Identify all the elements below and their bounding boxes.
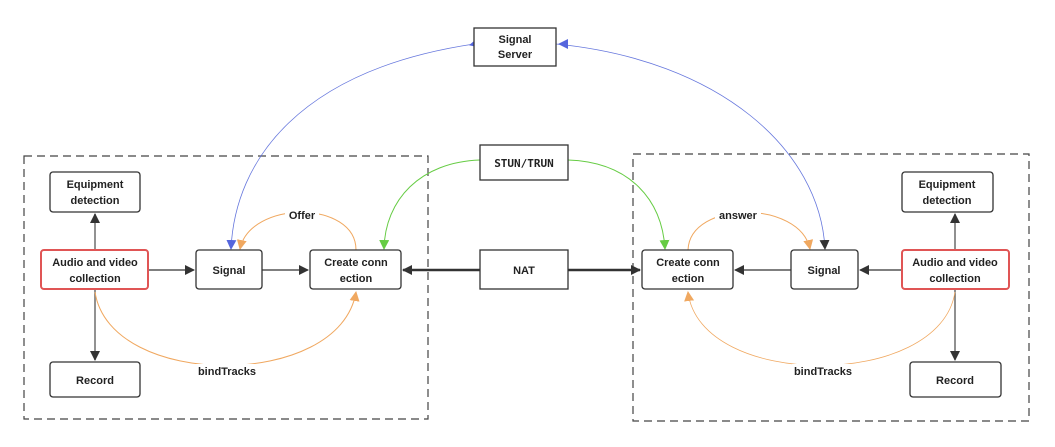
left-audio-node: Audio and video collection (40, 249, 149, 290)
svg-text:Equipment: Equipment (919, 179, 976, 191)
svg-text:Record: Record (936, 375, 974, 387)
left-create-connection-node: Create conn ection (309, 249, 402, 290)
svg-text:STUN/TRUN: STUN/TRUN (494, 157, 554, 170)
right-record-node: Record (909, 361, 1002, 398)
svg-text:ection: ection (340, 273, 373, 285)
left-equipment-node: Equipment detection (49, 171, 141, 213)
right-create-connection-node: Create conn ection (641, 249, 734, 290)
left-record-node: Record (49, 361, 141, 398)
svg-text:collection: collection (69, 273, 121, 285)
right-signal-node: Signal (790, 249, 859, 290)
right-audio-node: Audio and video collection (901, 249, 1010, 290)
svg-text:detection: detection (71, 195, 120, 207)
edge-bindtracks-left (94, 291, 360, 366)
edge-stun-left (379, 159, 481, 250)
stun-node: STUN/TRUN (479, 144, 569, 181)
edge-server-left-signal (226, 43, 475, 250)
svg-text:Create conn: Create conn (324, 257, 388, 269)
svg-text:Record: Record (76, 375, 114, 387)
svg-text:Audio and video: Audio and video (52, 257, 138, 269)
left-signal-node: Signal (195, 249, 263, 290)
svg-text:Server: Server (498, 49, 533, 61)
right-equipment-node: Equipment detection (901, 171, 994, 213)
svg-text:ection: ection (672, 273, 705, 285)
svg-text:Equipment: Equipment (67, 179, 124, 191)
bindtracks-right-label: bindTracks (794, 366, 852, 378)
svg-text:collection: collection (929, 273, 981, 285)
svg-text:Audio and video: Audio and video (912, 257, 998, 269)
right-peer-group (632, 153, 1030, 422)
edge-stun-right (567, 159, 670, 250)
svg-text:Create conn: Create conn (656, 257, 720, 269)
arrow-server-left (469, 37, 480, 48)
edge-server-right-signal (555, 43, 830, 250)
offer-label: Offer (289, 210, 316, 222)
svg-text:NAT: NAT (513, 265, 535, 277)
edge-bindtracks-right (684, 291, 956, 366)
answer-label: answer (719, 210, 758, 222)
nat-node: NAT (479, 249, 569, 290)
signal-server-node: Signal Server (473, 27, 557, 67)
bindtracks-left-label: bindTracks (198, 366, 256, 378)
svg-text:Signal: Signal (212, 265, 245, 277)
svg-text:Signal: Signal (807, 265, 840, 277)
svg-text:detection: detection (923, 195, 972, 207)
svg-text:Signal: Signal (498, 34, 531, 46)
left-peer-group (23, 155, 429, 420)
